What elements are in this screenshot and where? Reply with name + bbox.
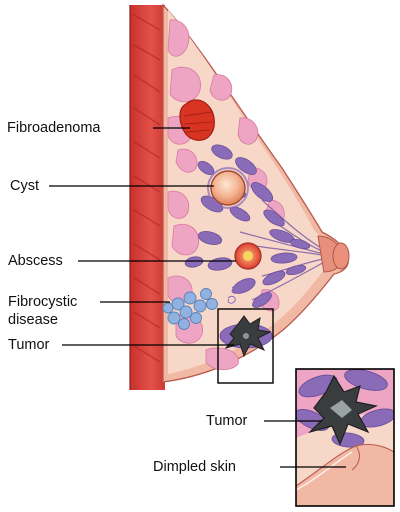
fibrocystic-cluster bbox=[162, 288, 218, 330]
chest-wall-muscle bbox=[129, 5, 165, 390]
label-tumor: Tumor bbox=[8, 337, 50, 353]
label-cyst: Cyst bbox=[10, 178, 39, 194]
magnified-inset bbox=[295, 368, 395, 507]
label-fibrocystic-line2: disease bbox=[8, 312, 58, 328]
nipple bbox=[317, 235, 350, 273]
fibrocystic-spirals bbox=[227, 285, 240, 304]
tumor-mass bbox=[219, 315, 273, 358]
label-dimpled-skin: Dimpled skin bbox=[153, 459, 236, 475]
leader-lines bbox=[49, 127, 346, 468]
label-fibrocystic-line1: Fibrocystic bbox=[8, 294, 78, 310]
label-abscess: Abscess bbox=[8, 253, 63, 269]
label-fibroadenoma: Fibroadenoma bbox=[7, 120, 101, 136]
abscess-mass bbox=[234, 242, 262, 270]
fibroadenoma-mass bbox=[179, 99, 215, 141]
cyst-mass bbox=[207, 167, 249, 209]
label-inset-tumor: Tumor bbox=[206, 413, 248, 429]
tumor-highlight-box bbox=[217, 308, 274, 384]
